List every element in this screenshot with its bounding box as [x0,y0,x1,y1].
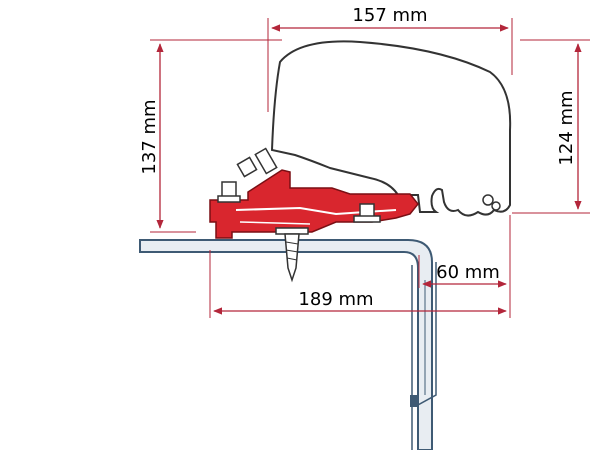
bracket-bolt-top [236,156,258,178]
dim-label-top: 157 mm [352,5,427,26]
vehicle-roof-profile [139,239,437,451]
awning-roller [482,194,494,206]
dimension-arrows [156,24,582,315]
dim-label-left: 137 mm [139,99,160,174]
dim-label-overhang: 60 mm [436,262,500,283]
roof-screw [275,227,309,283]
dim-label-bottom: 189 mm [298,289,373,310]
mounting-bracket [209,147,419,239]
dim-label-right: 124 mm [556,90,577,165]
extension-lines [150,18,590,318]
